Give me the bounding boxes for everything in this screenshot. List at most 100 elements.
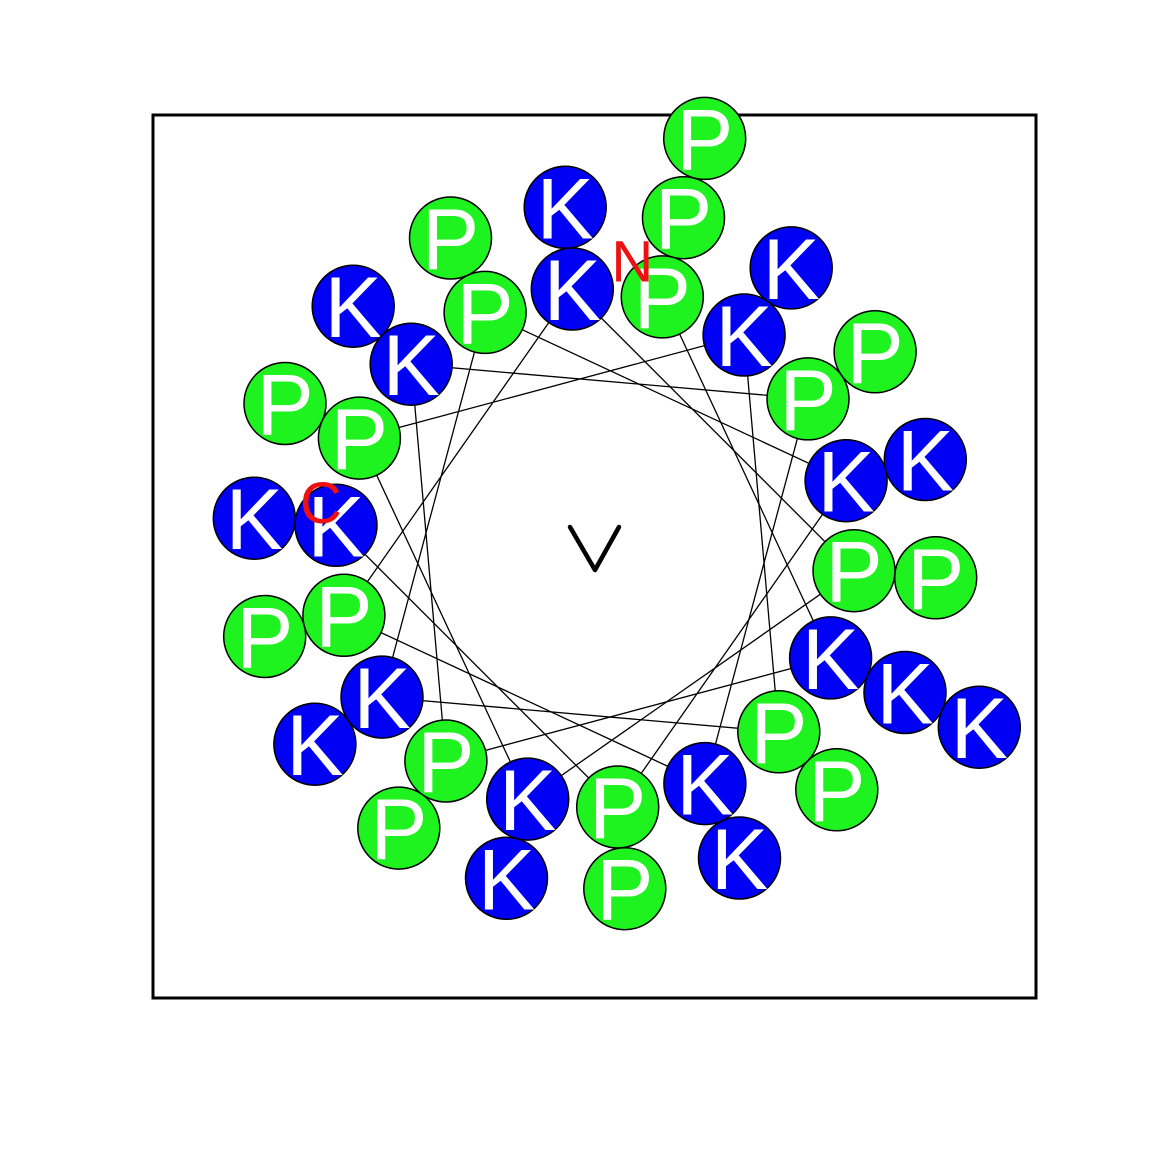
- residue-9: P: [812, 525, 896, 621]
- residue-32: K: [273, 698, 357, 794]
- residue-letter: K: [537, 161, 594, 257]
- connector-line: [571, 288, 855, 572]
- connector-line: [661, 296, 832, 659]
- residue-letter: K: [711, 812, 768, 908]
- residue-7: P: [302, 569, 386, 665]
- connector-line: [335, 524, 619, 808]
- residue-33: P: [408, 192, 493, 288]
- residue-circle: [749, 226, 833, 310]
- residue-letter: K: [325, 260, 382, 356]
- residue-circle: [575, 765, 660, 849]
- c-terminus-label: C: [300, 471, 342, 536]
- residue-letter: K: [951, 681, 1008, 777]
- residue-letter: K: [353, 651, 410, 747]
- residue-24: K: [697, 812, 782, 908]
- residue-22: K: [311, 260, 395, 356]
- connector-line: [617, 480, 847, 808]
- residue-28: K: [464, 832, 549, 928]
- residue-letter: K: [499, 753, 556, 849]
- residue-letter: K: [715, 289, 772, 385]
- residue-letter: P: [676, 92, 733, 188]
- residue-37: P: [662, 92, 747, 188]
- residue-circle: [766, 357, 850, 441]
- residue-34: K: [883, 414, 968, 510]
- residue-letter: P: [256, 358, 313, 454]
- residue-15: P: [443, 266, 527, 362]
- residue-circle: [641, 175, 726, 260]
- connector-line: [743, 334, 780, 732]
- residue-circle: [243, 361, 327, 446]
- residue-2: K: [788, 612, 873, 708]
- residue-35: P: [583, 843, 667, 939]
- residue-circle: [302, 573, 386, 658]
- residue-17: P: [575, 761, 660, 857]
- residue-circle: [273, 702, 357, 786]
- residue-20: K: [863, 647, 947, 743]
- terminus-labels: C N: [300, 229, 653, 535]
- residue-10: K: [485, 753, 570, 849]
- connector-line: [343, 614, 706, 785]
- residue-circle: [620, 255, 705, 339]
- residue-letter: K: [876, 647, 933, 743]
- residue-21: P: [357, 782, 441, 878]
- residue-letter: K: [802, 612, 859, 708]
- residue-letter: K: [544, 243, 601, 339]
- residue-16: K: [804, 435, 888, 531]
- residue-circle: [464, 836, 549, 921]
- residue-circle: [340, 655, 424, 739]
- residue-circle: [408, 196, 493, 280]
- moment-arrow-icon: [567, 524, 622, 573]
- connector-line: [484, 311, 847, 482]
- residue-circle: [662, 96, 747, 181]
- residue-14: K: [340, 651, 424, 747]
- residue-circle: [937, 685, 1022, 769]
- residue-letter: P: [808, 744, 865, 840]
- residue-29: P: [243, 358, 327, 454]
- connector-line: [445, 657, 831, 762]
- connector-line: [411, 363, 809, 400]
- residue-13: P: [737, 686, 821, 782]
- residue-circle: [833, 310, 917, 394]
- residue-circle: [357, 786, 441, 870]
- residue-5: P: [766, 353, 850, 449]
- residue-23: P: [833, 306, 917, 402]
- residue-25: P: [222, 591, 307, 687]
- residue-26: K: [523, 161, 607, 257]
- residue-36: K: [212, 472, 297, 568]
- residue-letter: P: [846, 306, 903, 402]
- residue-letter: P: [417, 715, 474, 811]
- residue-letter: K: [383, 318, 440, 414]
- residue-38: K: [937, 681, 1022, 777]
- residue-circle: [530, 247, 615, 331]
- residue-circle: [804, 438, 888, 523]
- residue-letter: K: [676, 738, 733, 834]
- residue-19: P: [641, 172, 726, 268]
- residue-letter: P: [825, 525, 882, 621]
- connector-line: [381, 312, 486, 698]
- plot-frame: [151, 113, 1038, 1000]
- connector-line: [343, 288, 573, 616]
- residue-circle: [294, 483, 378, 568]
- connector-lines: [335, 288, 855, 808]
- residue-30: K: [749, 222, 833, 318]
- residue-letter: P: [422, 192, 479, 288]
- residue-27: P: [893, 532, 978, 628]
- connector-line: [527, 570, 855, 800]
- residue-letter: P: [596, 843, 653, 939]
- residue-letter: P: [589, 761, 646, 857]
- residue-circle: [883, 417, 968, 502]
- residue-12: K: [702, 289, 786, 385]
- residue-letter: K: [286, 698, 343, 794]
- residue-letter: K: [817, 435, 874, 531]
- residue-letter: K: [763, 222, 820, 318]
- residue-circle: [222, 594, 307, 679]
- residue-letter: K: [897, 414, 954, 510]
- connector-line: [704, 398, 809, 784]
- residue-31: P: [795, 744, 879, 840]
- connector-line: [359, 334, 745, 439]
- residue-circle: [812, 528, 896, 613]
- residue-8: K: [530, 243, 615, 339]
- connector-line: [358, 437, 529, 800]
- connector-line: [410, 364, 447, 762]
